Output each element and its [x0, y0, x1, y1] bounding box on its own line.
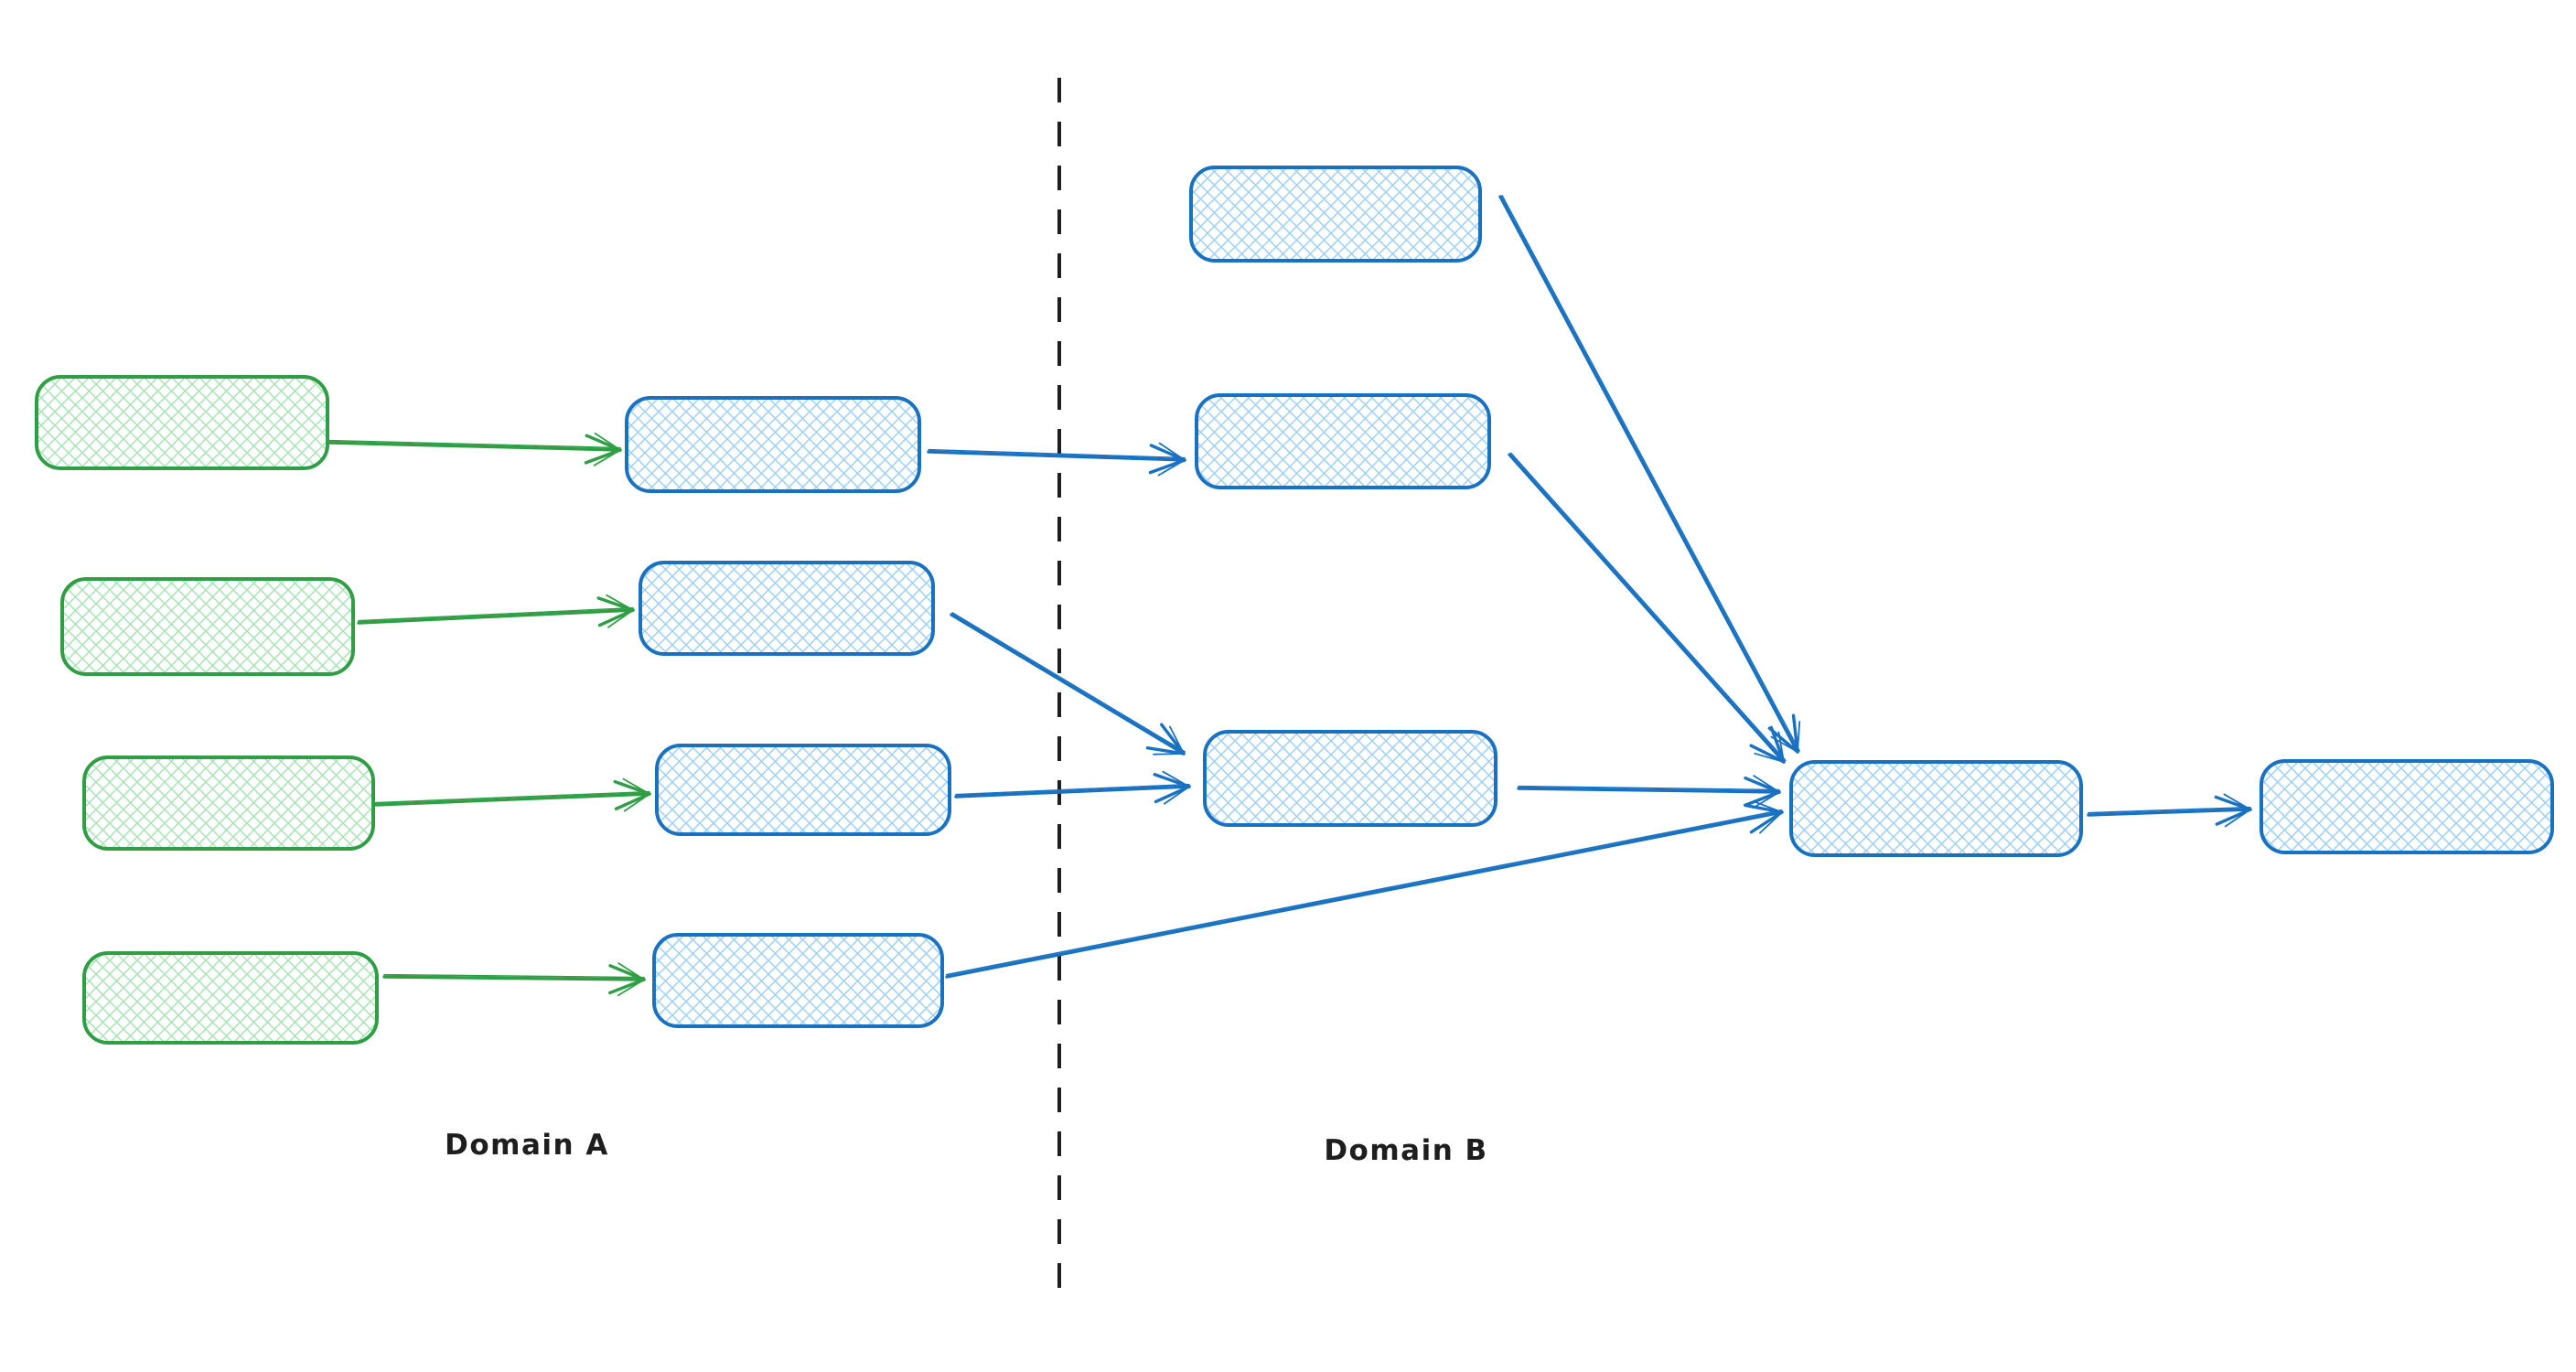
- node-domain-a-process-1[interactable]: [625, 396, 921, 493]
- arrow-node1-to-aggregator[interactable]: [1498, 195, 1801, 754]
- arrow-process3-to-node3[interactable]: [954, 770, 1191, 805]
- node-domain-a-process-4[interactable]: [652, 933, 944, 1028]
- arrow-process1-to-node2[interactable]: [927, 442, 1186, 477]
- arrow-process2-to-node3[interactable]: [950, 612, 1186, 756]
- node-domain-b-node-1[interactable]: [1189, 166, 1482, 263]
- node-domain-b-node-2[interactable]: [1195, 393, 1491, 489]
- arrow-aggregator-to-output[interactable]: [2087, 793, 2252, 828]
- arrow-source1-to-process1[interactable]: [327, 432, 622, 466]
- node-domain-b-node-3[interactable]: [1203, 730, 1497, 827]
- label-domain-b[interactable]: Domain B: [1324, 1134, 1487, 1167]
- node-domain-a-source-3[interactable]: [82, 756, 375, 851]
- arrow-node2-to-aggregator[interactable]: [1508, 452, 1787, 764]
- arrow-source4-to-process4[interactable]: [382, 962, 646, 997]
- node-domain-a-source-1[interactable]: [35, 375, 329, 470]
- arrow-process4-to-aggregator[interactable]: [945, 800, 1784, 979]
- node-domain-b-aggregator[interactable]: [1789, 760, 2083, 857]
- node-domain-b-output[interactable]: [2259, 759, 2554, 854]
- node-domain-a-source-2[interactable]: [60, 577, 355, 676]
- label-domain-a[interactable]: Domain A: [445, 1129, 609, 1162]
- arrow-source2-to-process2[interactable]: [357, 594, 635, 628]
- node-domain-a-source-4[interactable]: [82, 951, 379, 1045]
- node-domain-a-process-3[interactable]: [655, 744, 951, 836]
- node-domain-a-process-2[interactable]: [639, 561, 935, 656]
- arrow-source3-to-process3[interactable]: [373, 777, 651, 812]
- arrow-node3-to-aggregator[interactable]: [1517, 775, 1781, 809]
